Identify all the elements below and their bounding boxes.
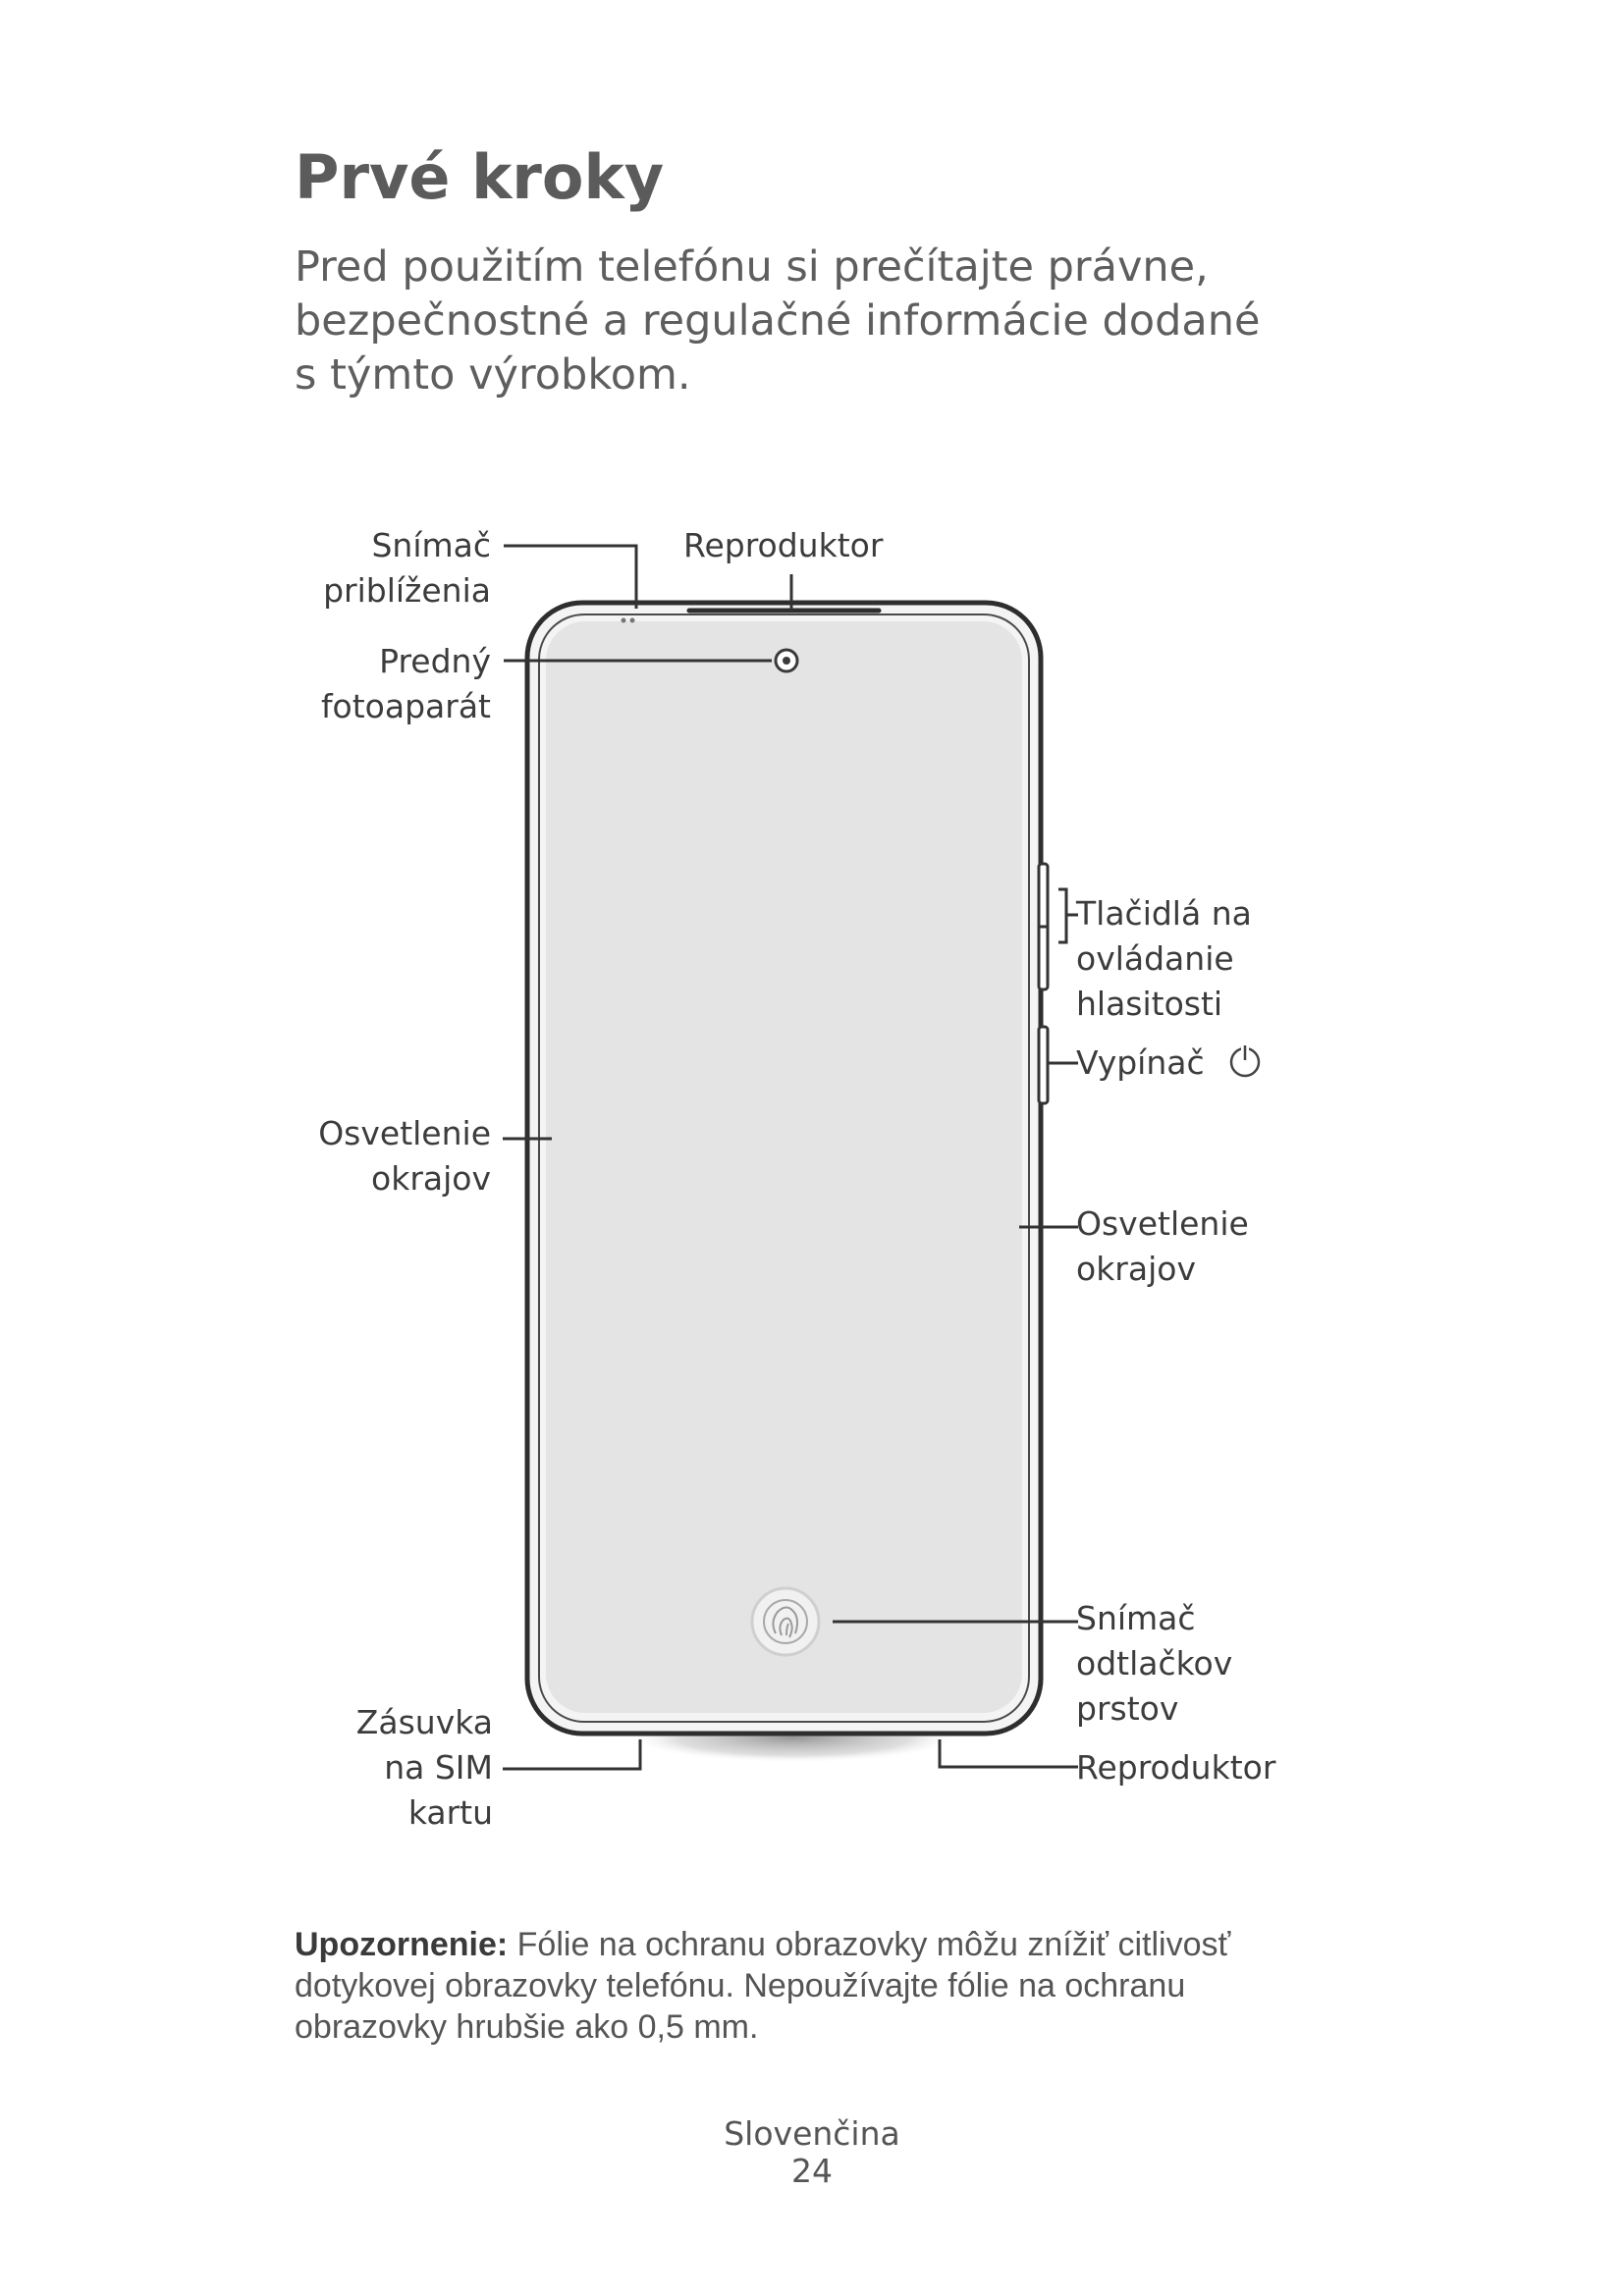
intro-line: bezpečnostné a regulačné informácie doda… xyxy=(295,296,1261,346)
proximity-sensor-dot xyxy=(621,617,626,623)
caution-text: dotykovej obrazovky telefónu. Nepoužívaj… xyxy=(295,1967,1186,2004)
label-proximity-sensor: Snímač priblíženia xyxy=(323,526,491,610)
footer-language: Slovenčina xyxy=(724,2114,900,2153)
label-top-speaker: Reproduktor xyxy=(683,526,884,564)
fingerprint-sensor-icon xyxy=(750,1586,821,1657)
label-sim-tray: Zásuvka na SIM kartu xyxy=(355,1703,493,1832)
caution-text: Fólie na ochranu obrazovky môžu znížiť c… xyxy=(508,1926,1231,1963)
phone-bezel xyxy=(538,614,1030,1723)
label-edge-lighting-left: Osvetlenie okrajov xyxy=(318,1114,491,1198)
label-bottom-speaker: Reproduktor xyxy=(1076,1748,1276,1787)
intro-paragraph: Pred použitím telefónu si prečítajte prá… xyxy=(295,240,1276,402)
caution-text: obrazovky hrubšie ako 0,5 mm. xyxy=(295,2008,759,2046)
phone-screen xyxy=(546,621,1022,1713)
leader-proximity xyxy=(504,544,638,609)
leader-volume-bracket xyxy=(1058,887,1068,944)
label-fingerprint-sensor: Snímač odtlačkov prstov xyxy=(1076,1599,1233,1728)
label-front-camera: Predný fotoaparát xyxy=(320,642,491,725)
power-key xyxy=(1037,1025,1050,1105)
leader-sim xyxy=(503,1739,642,1771)
caution-note: Upozornenie: Fólie na ochranu obrazovky … xyxy=(295,1924,1296,2048)
label-power-key: Vypínač xyxy=(1076,1043,1205,1082)
proximity-sensor-dot xyxy=(629,617,635,623)
caution-label: Upozornenie: xyxy=(295,1926,509,1963)
label-volume-keys: Tlačidlá na ovládanie hlasitosti xyxy=(1076,894,1252,1023)
front-camera-lens xyxy=(783,657,790,665)
page-number: 24 xyxy=(791,2152,833,2190)
intro-line: Pred použitím telefónu si prečítajte prá… xyxy=(295,242,1209,292)
page-title: Prvé kroky xyxy=(295,141,665,213)
leader-bottom-speaker xyxy=(938,1739,1078,1769)
intro-line: s týmto výrobkom. xyxy=(295,350,691,400)
label-edge-lighting-right: Osvetlenie okrajov xyxy=(1076,1204,1249,1288)
